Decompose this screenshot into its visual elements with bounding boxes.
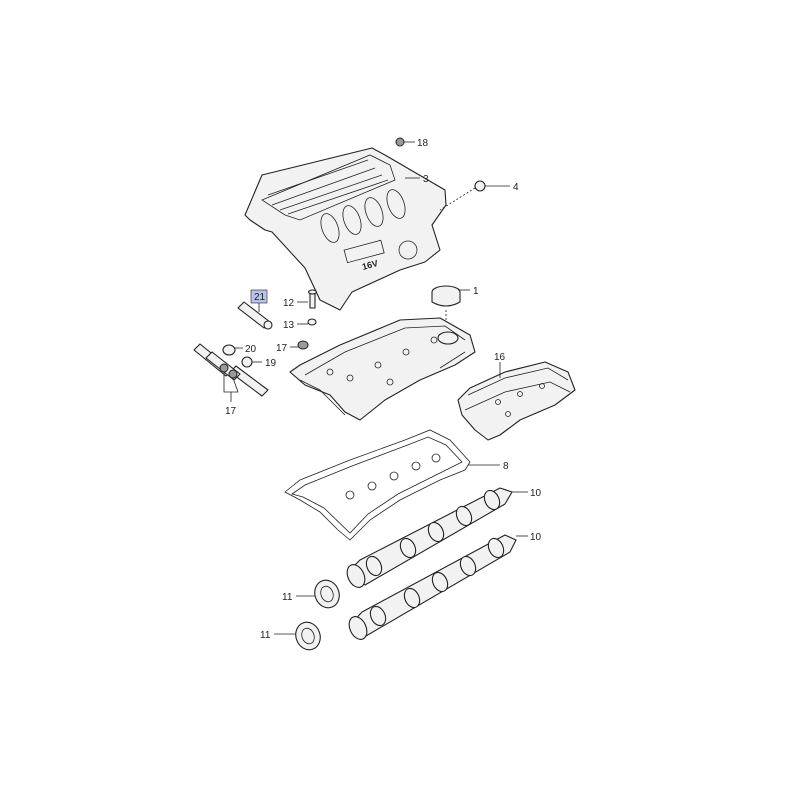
bolt-part-4[interactable] xyxy=(439,180,486,211)
camshaft-part-10-upper[interactable] xyxy=(344,487,513,590)
callout-13: 13 xyxy=(283,320,295,331)
callout-21: 21 xyxy=(254,292,266,303)
callout-3: 3 xyxy=(423,174,429,185)
head-cover-part-16[interactable] xyxy=(457,361,576,441)
oil-seal-part-11-lower[interactable] xyxy=(292,619,324,654)
callout-17-upper: 17 xyxy=(276,343,288,354)
bolt-part-12[interactable] xyxy=(307,289,318,309)
gasket-part-8[interactable] xyxy=(284,429,471,541)
camshaft-part-10-lower[interactable] xyxy=(346,534,517,642)
breather-hose-part-21[interactable] xyxy=(237,301,273,330)
oil-seal-part-11-upper[interactable] xyxy=(311,577,343,612)
grommet-part-17-upper[interactable] xyxy=(297,340,309,350)
callout-11-lower: 11 xyxy=(260,630,271,641)
callout-10-upper: 10 xyxy=(530,488,542,499)
cylinder-head-cover-part[interactable] xyxy=(289,317,476,421)
oil-filler-cap-part[interactable] xyxy=(431,285,461,330)
callout-12: 12 xyxy=(283,298,295,309)
callout-17-lower: 17 xyxy=(225,406,237,417)
callout-19: 19 xyxy=(265,358,277,369)
hose-clamp-part-19[interactable] xyxy=(241,356,253,368)
callout-20: 20 xyxy=(245,344,257,355)
callout-4: 4 xyxy=(513,182,519,193)
cover-badge: 16V xyxy=(361,258,379,272)
callout-16: 16 xyxy=(494,352,506,363)
washer-part-13[interactable] xyxy=(307,318,317,326)
callout-1: 1 xyxy=(473,286,479,297)
callout-10-lower: 10 xyxy=(530,532,542,543)
hose-clamp-part-17-lower[interactable] xyxy=(219,363,238,379)
hose-clamp-part-20[interactable] xyxy=(222,344,236,356)
engine-cover-part[interactable]: 16V xyxy=(244,147,447,311)
callout-8: 8 xyxy=(503,461,509,472)
nut-part-18[interactable] xyxy=(395,137,405,147)
callout-labels: 18 3 4 1 21 12 13 17 20 19 17 16 8 10 10… xyxy=(223,138,542,641)
callout-18: 18 xyxy=(417,138,429,149)
callout-11-upper: 11 xyxy=(282,592,293,603)
